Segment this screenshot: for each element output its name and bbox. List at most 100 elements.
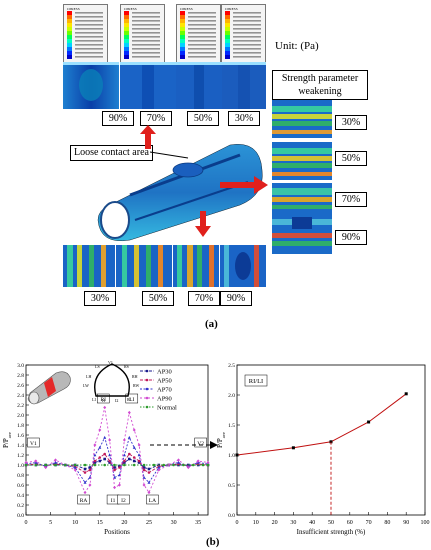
annotation-box xyxy=(125,393,139,404)
legend-swatch xyxy=(67,47,72,51)
x-tick-label: 40 xyxy=(309,520,315,526)
data-point xyxy=(176,458,180,462)
dashed-arrow xyxy=(150,441,218,449)
stress-legend: CPRESS xyxy=(221,4,266,64)
top-pct-label: 30% xyxy=(228,111,260,126)
legend-swatch xyxy=(225,27,230,31)
svg-text:V1: V1 xyxy=(108,360,113,365)
legend-value-line xyxy=(233,56,261,58)
legend-swatch xyxy=(180,31,185,35)
series-line-AP90 xyxy=(25,407,209,494)
legend-swatch xyxy=(124,35,129,39)
y-tick-label: 1.2 xyxy=(17,453,24,459)
x-tick-label: 15 xyxy=(97,520,103,526)
x-tick-label: 70 xyxy=(366,520,372,526)
legend-value-line xyxy=(75,48,103,50)
data-point xyxy=(142,463,146,467)
legend-swatch xyxy=(180,27,185,31)
data-point xyxy=(132,428,136,432)
legend-value-line xyxy=(75,24,103,26)
legend-swatch xyxy=(225,11,230,15)
svg-text:LS: LS xyxy=(95,364,100,369)
annotation-label: V1 xyxy=(30,441,37,447)
data-point xyxy=(88,483,92,487)
top-pct-label: 90% xyxy=(102,111,134,126)
legend-swatch xyxy=(180,15,185,19)
y-tick-label: 0.4 xyxy=(17,493,24,499)
data-point xyxy=(93,443,97,447)
legend-title: CPRESS xyxy=(225,7,238,11)
right-pct-label: 70% xyxy=(335,192,367,207)
data-point xyxy=(122,453,126,457)
svg-text:LI: LI xyxy=(92,397,96,402)
y-tick-label: 1.8 xyxy=(17,423,24,429)
data-point xyxy=(152,463,156,467)
data-point xyxy=(103,457,107,461)
y-tick-label: 2.8 xyxy=(17,373,24,379)
data-point xyxy=(132,456,136,459)
data-point xyxy=(103,405,107,410)
data-point xyxy=(113,485,117,490)
y-tick-label: 1.0 xyxy=(228,453,235,459)
data-point xyxy=(103,435,107,439)
legend-label: AP70 xyxy=(157,387,172,394)
contour-tile-bottom-90 xyxy=(220,245,266,287)
x-tick-label: 5 xyxy=(49,520,52,526)
legend-value-line xyxy=(233,48,261,50)
contour-tile-right-90 xyxy=(272,209,332,254)
legend-value-line xyxy=(233,40,261,42)
legend-marker xyxy=(145,369,149,373)
svg-text:RS: RS xyxy=(124,364,129,369)
y-tick-label: 1.4 xyxy=(17,443,24,449)
legend-value-line xyxy=(132,56,160,58)
legend-value-line xyxy=(75,36,103,38)
x-tick-label: 20 xyxy=(121,520,127,526)
legend-value-line xyxy=(75,16,103,18)
data-point xyxy=(167,463,171,467)
plot-frame xyxy=(25,364,209,516)
caption-b: (b) xyxy=(206,536,220,548)
y-tick-label: 3.0 xyxy=(17,363,24,369)
data-point xyxy=(108,453,112,457)
data-point xyxy=(162,463,166,467)
legend-swatch xyxy=(180,23,185,27)
data-point xyxy=(142,475,146,479)
data-point xyxy=(73,468,77,472)
legend-value-line xyxy=(75,28,103,30)
data-point xyxy=(157,465,161,469)
data-point xyxy=(108,461,111,464)
caption-a: (a) xyxy=(205,318,218,330)
legend-title: CPRESS xyxy=(124,7,137,11)
legend-swatch xyxy=(124,11,129,15)
legend-swatch xyxy=(180,39,185,43)
data-point xyxy=(83,467,87,471)
data-point xyxy=(127,452,131,456)
y-tick-label: 1.0 xyxy=(17,463,24,469)
data-point xyxy=(34,463,38,467)
legend-value-line xyxy=(132,52,160,54)
x-axis-label: Insufficient strength (%) xyxy=(297,528,366,536)
y-tick-label: 2.2 xyxy=(17,403,24,409)
legend-label: AP90 xyxy=(157,396,172,403)
legend-swatch xyxy=(124,43,129,47)
annotation-label: LI xyxy=(129,397,134,403)
legend-marker xyxy=(145,405,149,409)
legend-swatch xyxy=(180,43,185,47)
data-point xyxy=(206,460,210,465)
legend-value-line xyxy=(75,40,103,42)
top-pct-label: 70% xyxy=(140,111,172,126)
legend-swatch xyxy=(67,15,72,19)
legend-swatch xyxy=(67,35,72,39)
y-tick-label: 2.5 xyxy=(228,363,235,369)
annotation-box xyxy=(117,494,130,505)
legend-swatch xyxy=(225,39,230,43)
arrow-right xyxy=(220,176,268,194)
legend-value-line xyxy=(75,32,103,34)
data-point xyxy=(201,463,205,467)
data-point xyxy=(196,459,200,463)
legend-marker xyxy=(145,387,149,391)
data-point xyxy=(142,483,146,487)
legend-swatch xyxy=(225,47,230,51)
